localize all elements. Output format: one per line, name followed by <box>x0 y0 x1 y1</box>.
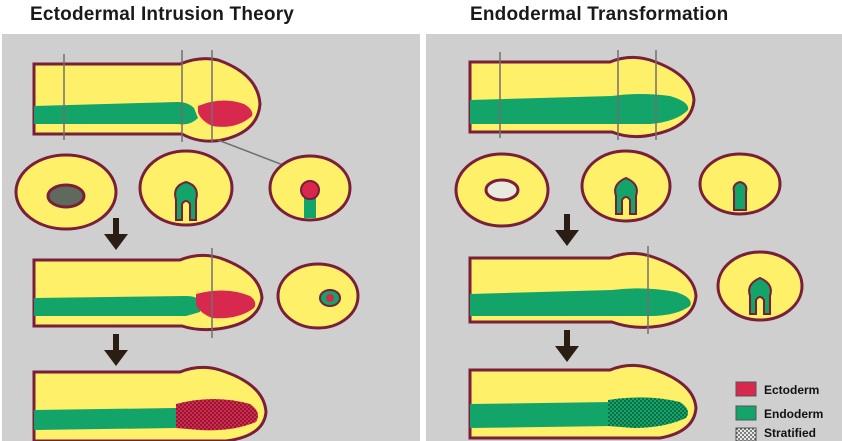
legend-endoderm-label: Endoderm <box>764 407 823 421</box>
right-cross-section-2 <box>582 151 670 221</box>
right-shaft-1 <box>470 50 694 140</box>
right-cross-section-1 <box>456 154 548 226</box>
left-cross-section-2 <box>140 151 232 225</box>
legend-ectoderm-swatch <box>736 382 756 396</box>
right-cross-section-3 <box>700 154 780 214</box>
left-cross-section-1 <box>16 155 116 229</box>
left-shaft-3 <box>34 367 266 441</box>
right-shaft-2 <box>470 246 696 334</box>
left-cross-section-3 <box>270 156 350 220</box>
right-cross-section-4 <box>718 252 802 320</box>
left-shaft-1-endoderm <box>34 102 198 124</box>
left-cross-section-4 <box>278 264 358 328</box>
legend-ectoderm-label: Ectoderm <box>764 383 819 397</box>
left-shaft-2 <box>34 248 262 338</box>
legend-stratified-label: Stratified <box>764 426 816 440</box>
legend: Ectoderm Endoderm Stratified <box>736 382 823 441</box>
right-shaft-3 <box>470 365 696 438</box>
legend-stratified-swatch <box>736 428 756 441</box>
legend-endoderm-swatch <box>736 406 756 420</box>
